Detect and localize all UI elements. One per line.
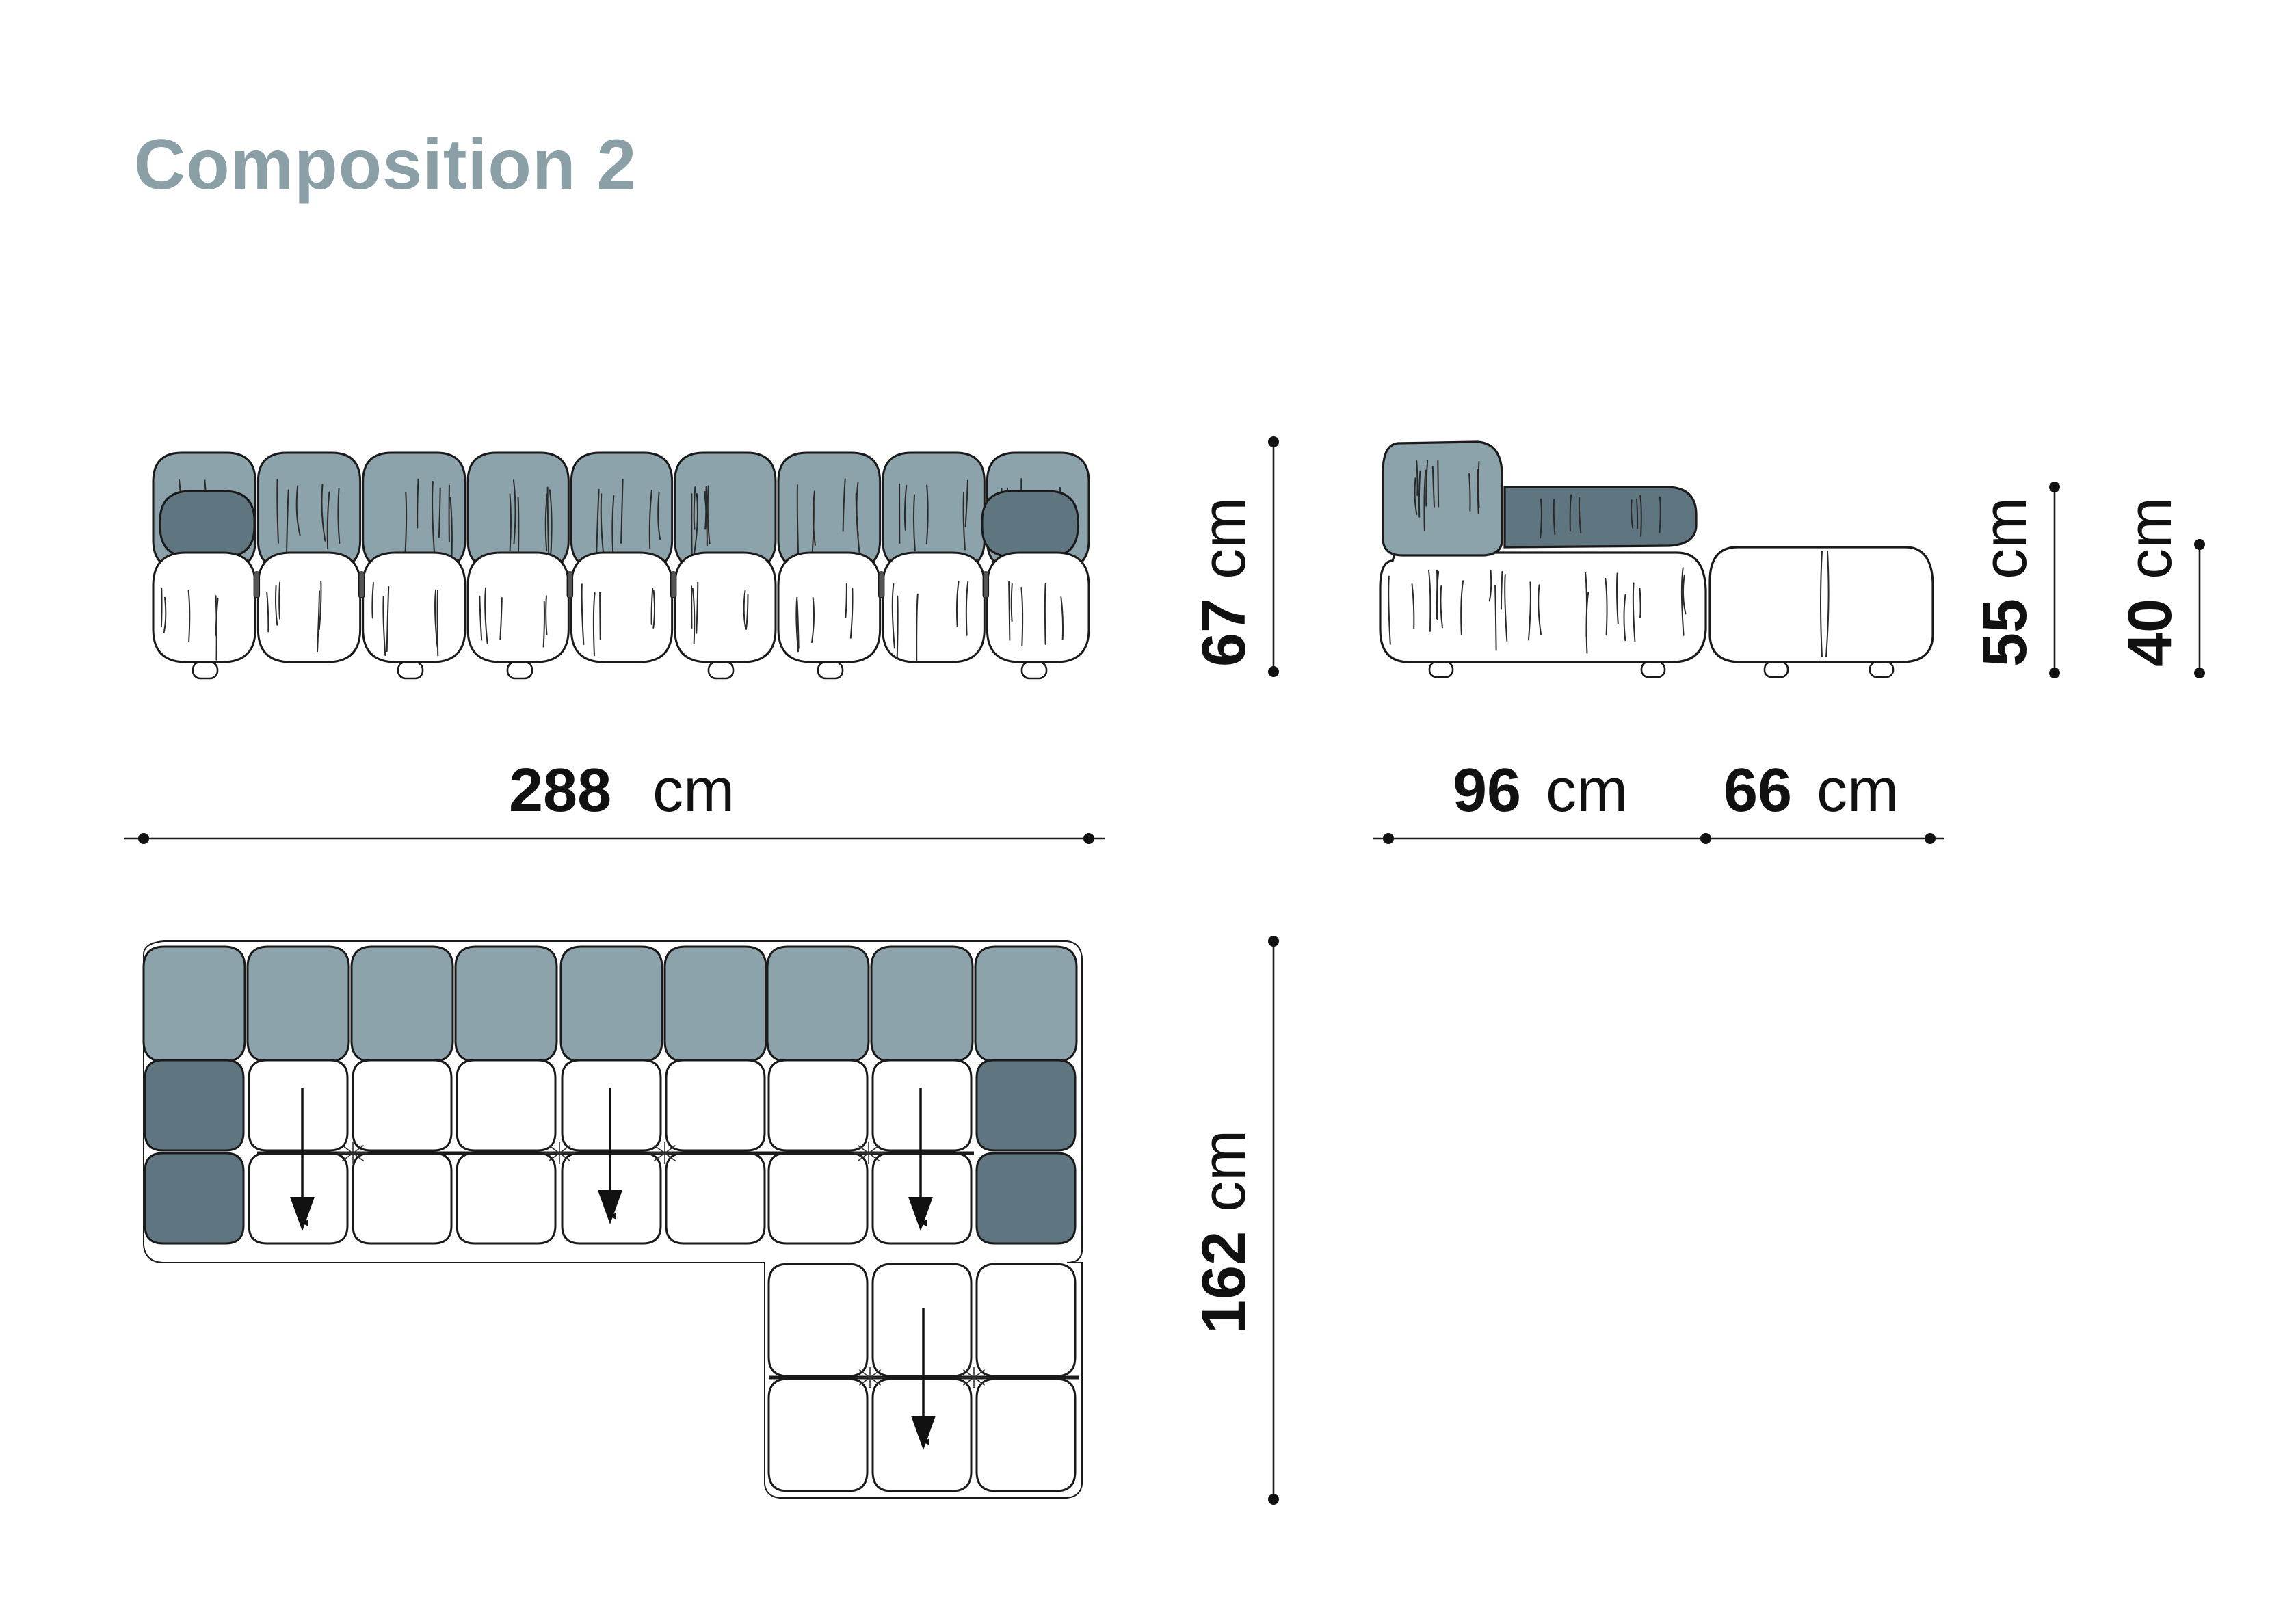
top-seat-cushion xyxy=(456,1152,557,1245)
direction-arrowhead xyxy=(911,1416,936,1450)
top-seat-cushion xyxy=(561,1059,662,1152)
top-back-cushion xyxy=(142,945,246,1063)
top-depth-dimension: 162 cm xyxy=(1190,936,1279,1505)
front-foot xyxy=(397,661,424,680)
front-arm-cushions xyxy=(159,490,1079,558)
front-foot xyxy=(707,661,735,680)
front-height-value: 67 xyxy=(1190,598,1258,667)
front-width-unit: cm xyxy=(652,756,735,825)
front-seat-cushion xyxy=(570,551,674,663)
side-foot xyxy=(1869,661,1895,678)
front-tie xyxy=(358,571,365,598)
top-seat-cushion xyxy=(352,1059,453,1152)
side-seat-height-dimension: 40 cm xyxy=(2116,497,2205,678)
top-ottoman-cushion xyxy=(975,1378,1077,1492)
svg-text:162cm: 162 cm xyxy=(1190,1130,1258,1334)
top-back-cushion xyxy=(454,945,558,1063)
top-outline xyxy=(143,940,1083,1499)
top-view xyxy=(142,940,1083,1499)
front-tie xyxy=(670,571,677,598)
side-view xyxy=(1379,440,1934,678)
front-seat-cushion xyxy=(986,551,1090,663)
side-back-height-dimension: 55 cm xyxy=(1971,482,2060,678)
top-back-cushion xyxy=(766,945,870,1063)
front-seat-cushion xyxy=(674,551,777,663)
page-title: Composition 2 xyxy=(134,125,637,205)
side-depth-ottoman-unit: cm xyxy=(1817,756,1899,825)
direction-arrowhead xyxy=(908,1197,933,1231)
front-foot xyxy=(817,661,844,680)
top-back-cushion xyxy=(974,945,1078,1063)
top-depth-unit: cm xyxy=(1190,1130,1258,1212)
front-foot xyxy=(192,661,219,680)
front-view xyxy=(152,451,1090,680)
top-ottoman-cushion xyxy=(767,1263,869,1378)
top-seat-cushion xyxy=(665,1059,766,1152)
front-feet xyxy=(192,661,1048,680)
top-arm-cushion xyxy=(975,1059,1077,1152)
top-seat-cushion xyxy=(871,1059,973,1152)
front-foot xyxy=(506,661,533,680)
side-back-cushion xyxy=(1382,440,1503,557)
front-height-unit: cm xyxy=(1190,497,1258,579)
top-ottoman-cushion xyxy=(871,1263,973,1378)
side-foot xyxy=(1763,661,1789,678)
top-ottoman-cushion xyxy=(767,1378,869,1492)
top-back-cushion xyxy=(870,945,974,1063)
direction-arrowhead xyxy=(598,1190,622,1224)
top-seat-cushion xyxy=(767,1152,869,1245)
direction-arrowhead xyxy=(290,1197,315,1231)
front-tie xyxy=(253,571,261,598)
top-arm-cushion xyxy=(975,1152,1077,1245)
top-depth-value: 162 xyxy=(1190,1231,1258,1334)
svg-text:40cm: 40 cm xyxy=(2116,497,2185,667)
front-tie xyxy=(566,571,574,598)
top-back-cushion xyxy=(559,945,663,1063)
side-seat-height-value: 40 xyxy=(2116,598,2185,667)
top-arm-cushion xyxy=(144,1152,245,1245)
front-arm-cushion-left xyxy=(159,490,256,558)
side-foot xyxy=(1428,661,1454,678)
side-depth-ottoman-value: 66 xyxy=(1724,756,1792,825)
top-ottoman-cushion xyxy=(975,1263,1077,1378)
side-seat-height-unit: cm xyxy=(2116,497,2185,579)
front-arm-cushion-right xyxy=(981,490,1079,558)
front-seat-cushion xyxy=(362,551,466,663)
front-seat-cushion xyxy=(777,551,882,663)
top-back-cushion xyxy=(350,945,454,1063)
side-depth-main-unit: cm xyxy=(1546,756,1628,825)
front-tie xyxy=(878,571,885,598)
svg-text:67cm: 67 cm xyxy=(1190,497,1258,667)
side-foot xyxy=(1640,661,1666,678)
top-arm-cushion xyxy=(144,1059,245,1152)
front-height-dimension: 67 cm xyxy=(1190,436,1279,677)
side-arm-cushion xyxy=(1503,486,1698,549)
top-seat-cushion xyxy=(767,1059,869,1152)
front-seat-cushion xyxy=(882,551,986,663)
front-width-dimension: 288 cm xyxy=(124,756,1105,844)
front-foot xyxy=(1020,661,1048,680)
top-seat-cushion xyxy=(352,1152,453,1245)
front-width-value: 288 xyxy=(509,756,611,825)
top-seat-cushion xyxy=(248,1059,349,1152)
front-tie xyxy=(982,571,990,598)
side-depth-main-value: 96 xyxy=(1453,756,1521,825)
top-back-cushion xyxy=(663,945,767,1063)
top-back-cushion xyxy=(246,945,350,1063)
top-seat-cushion xyxy=(665,1152,766,1245)
svg-text:55cm: 55 cm xyxy=(1971,497,2040,667)
side-back-height-value: 55 xyxy=(1971,598,2040,667)
top-seat-cushion xyxy=(456,1059,557,1152)
front-seat-cushion xyxy=(152,551,256,663)
side-depth-dimensions: 96 cm 66 cm xyxy=(1373,756,1944,844)
front-seat-cushion xyxy=(256,551,362,663)
front-seat-cushions xyxy=(152,551,1090,663)
side-back-height-unit: cm xyxy=(1971,497,2040,579)
side-seat-cushion xyxy=(1379,551,1707,663)
front-seat-cushion xyxy=(466,551,570,663)
